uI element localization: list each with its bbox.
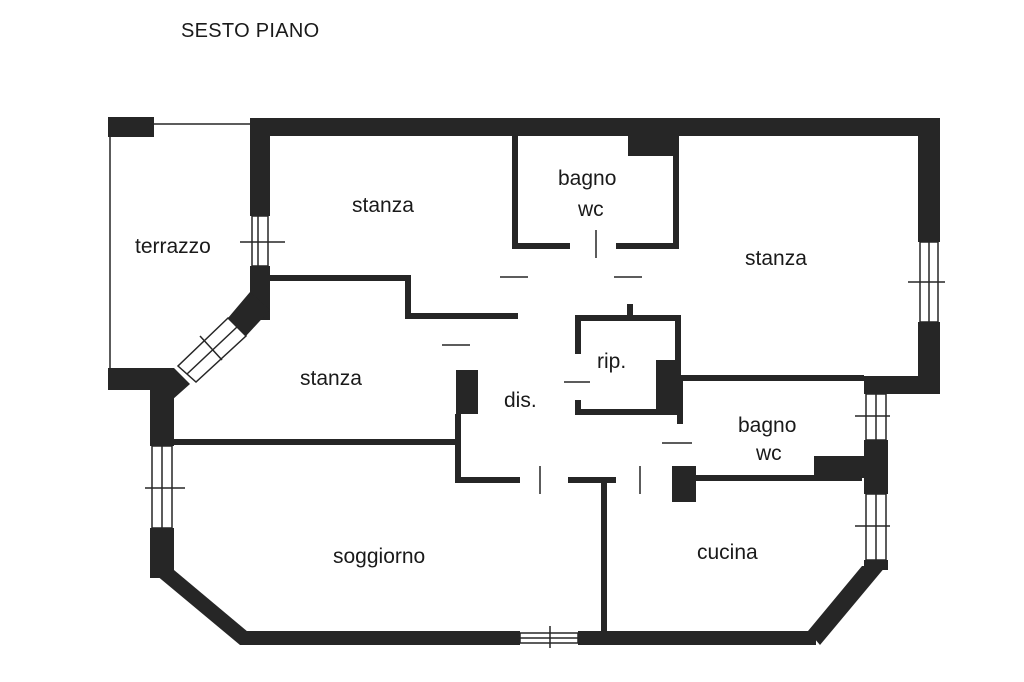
room-label-rip: rip. — [597, 350, 626, 373]
outer-walls — [108, 117, 940, 645]
room-label-dis: dis. — [504, 389, 537, 412]
room-label-stanza-right: stanza — [745, 247, 807, 270]
room-label-soggiorno: soggiorno — [333, 545, 425, 568]
room-label-cucina: cucina — [697, 541, 758, 564]
windows — [145, 215, 945, 648]
room-labels: terrazzo stanza bagno wc stanza stanza r… — [135, 167, 807, 568]
interior-walls — [174, 122, 866, 632]
room-label-bagno-right: bagno — [738, 414, 796, 437]
room-label-wc-right: wc — [755, 442, 782, 465]
room-label-stanza-top: stanza — [352, 194, 414, 217]
plan-title: SESTO PIANO — [181, 20, 320, 42]
room-label-bagno-top: bagno — [558, 167, 616, 190]
room-label-terrazzo: terrazzo — [135, 235, 211, 258]
door-marks — [442, 230, 692, 494]
room-label-wc-top: wc — [577, 198, 604, 221]
room-label-stanza-left: stanza — [300, 367, 362, 390]
